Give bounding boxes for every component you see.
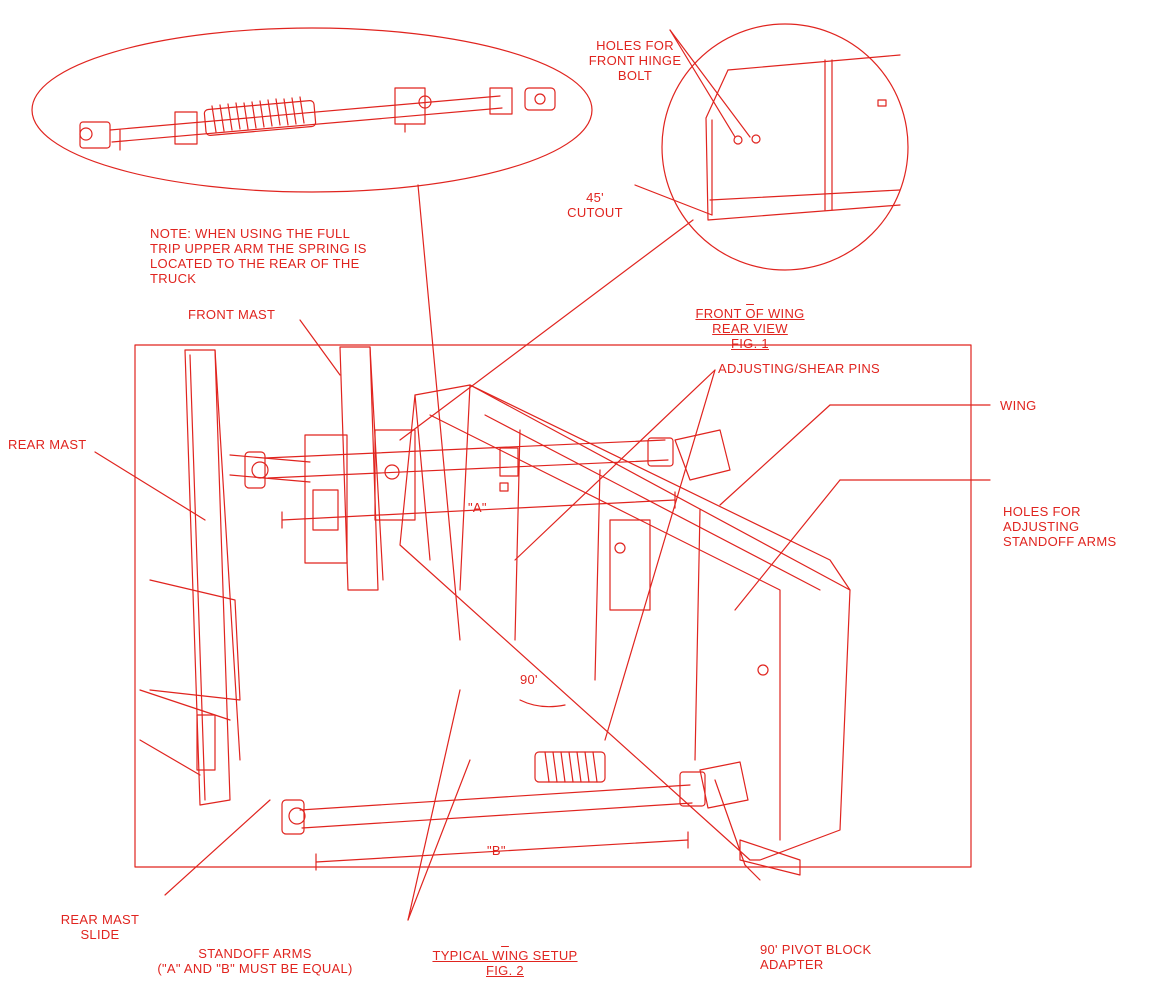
wing-blade: [399, 384, 851, 876]
wing-front-detail: [661, 23, 909, 271]
fig1-cutout-label: 45'CUTOUT: [567, 190, 623, 220]
spring-arm-detail: [31, 27, 593, 193]
upper-standoff-arm: [244, 429, 731, 489]
lower-standoff-arm: [281, 751, 749, 835]
adjusting-pins-label: ADJUSTING/SHEAR PINS: [718, 361, 881, 376]
spring-coil: [203, 96, 317, 137]
angle-label: 90': [520, 672, 538, 687]
standoff-arms-label: STANDOFF ARMS("A" AND "B" MUST BE EQUAL): [157, 946, 353, 976]
rear-mast-label: REAR MAST: [8, 437, 87, 452]
detail-ellipse: [31, 27, 593, 193]
fig2-frame: [134, 344, 972, 868]
detail-circle: [661, 23, 909, 271]
leader-lines: [94, 29, 991, 921]
front-mast: [229, 346, 416, 591]
rear-mast: [139, 349, 241, 806]
dimension-a-label: "A": [468, 500, 487, 515]
front-mast-label: FRONT MAST: [188, 307, 276, 322]
lower-spring: [534, 751, 606, 783]
dimension-b-label: "B": [487, 843, 506, 858]
wing-label: WING: [1000, 398, 1037, 413]
wing-setup-diagram: [31, 23, 991, 921]
dimension-lines: [281, 491, 689, 871]
